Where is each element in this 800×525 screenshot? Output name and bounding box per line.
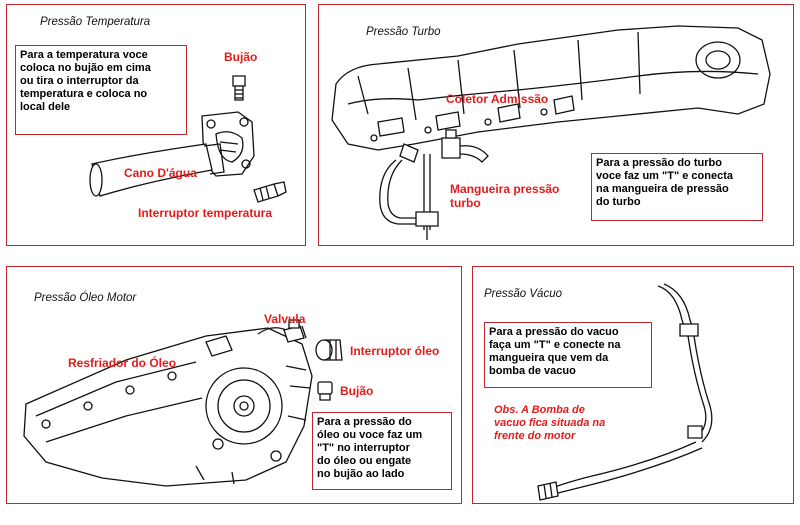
oil-cooler-housing-icon <box>24 328 312 486</box>
label-mangueira-pressao-turbo: Mangueira pressão turbo <box>450 182 560 210</box>
pressure-hose-icon <box>380 130 488 240</box>
note-vacuo: Para a pressão do vacuo faça um "T" e co… <box>484 322 652 388</box>
note-temperatura: Para a temperatura voce coloca no bujão … <box>15 45 187 135</box>
note-obs-bomba-vacuo: Obs. A Bomba de vacuo fica situada na fr… <box>494 404 606 442</box>
label-interruptor-oleo: Interruptor óleo <box>350 344 440 358</box>
panel-title-vacuo: Pressão Vácuo <box>484 288 562 300</box>
note-oleo: Para a pressão do óleo ou voce faz um "T… <box>312 412 452 490</box>
label-bujao-oleo: Bujão <box>340 384 374 398</box>
vacuo-drawing <box>472 266 794 504</box>
temperature-switch-icon <box>254 182 286 202</box>
label-cano-dagua: Cano D'água <box>124 166 197 180</box>
bujao-plug-icon <box>233 76 245 100</box>
turbo-drawing <box>318 4 794 246</box>
intake-manifold-icon <box>332 26 770 150</box>
temperatura-drawing <box>6 4 306 246</box>
valve-icon <box>284 320 306 342</box>
water-pipe-icon <box>90 144 224 196</box>
label-interruptor-temperatura: Interruptor temperatura <box>138 206 273 220</box>
label-valvula: Valvula <box>264 312 306 326</box>
vacuum-hose-icon <box>538 284 712 500</box>
panel-title-oleo: Pressão Óleo Motor <box>34 292 137 304</box>
oil-bujao-plug-icon <box>318 382 332 400</box>
panel-title-temperatura: Pressão Temperatura <box>40 16 151 28</box>
note-turbo: Para a pressão do turbo voce faz um "T" … <box>591 153 763 221</box>
panel-title-turbo: Pressão Turbo <box>366 26 441 38</box>
label-coletor-admissao: Coletor Admissão <box>446 92 549 106</box>
oleo-drawing <box>6 266 462 504</box>
oil-switch-icon <box>316 340 342 360</box>
label-resfriador-oleo: Resfriador do Óleo <box>68 356 177 370</box>
label-bujao-temperatura: Bujão <box>224 50 258 64</box>
